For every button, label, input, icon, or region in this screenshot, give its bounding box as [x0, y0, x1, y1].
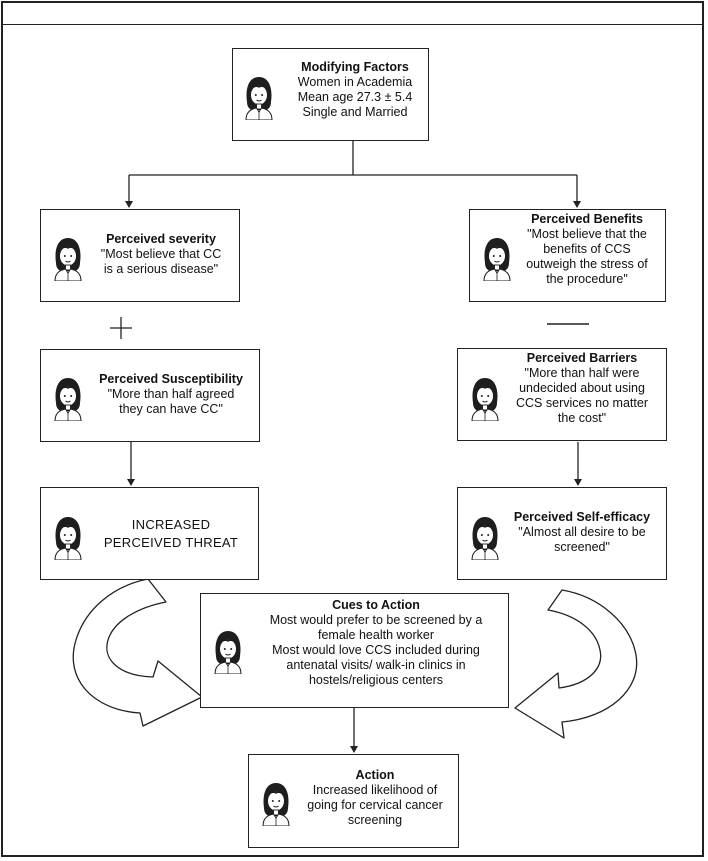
- perceived-benefits-line: benefits of CCS: [543, 242, 631, 256]
- woman-avatar-icon: [262, 782, 290, 826]
- perceived-barriers-line: the cost": [557, 411, 607, 425]
- perceived-severity-line: "Most believe that CC: [100, 247, 222, 261]
- perceived-self-efficacy-title: Perceived Self-efficacy: [513, 510, 651, 524]
- perceived-self-efficacy-line: screened": [554, 540, 610, 554]
- node-perceived-benefits-text: Perceived Benefits "Most believe that th…: [512, 212, 662, 287]
- perceived-threat-line: INCREASED: [131, 517, 211, 532]
- perceived-barriers-title: Perceived Barriers: [526, 351, 638, 365]
- figure-top-bar: [1, 1, 704, 25]
- action-title: Action: [355, 768, 395, 782]
- modifying-factors-line: Single and Married: [302, 105, 408, 119]
- perceived-benefits-title: Perceived Benefits: [531, 212, 643, 226]
- perceived-susceptibility-title: Perceived Susceptibility: [99, 372, 243, 386]
- woman-avatar-icon: [483, 237, 511, 281]
- perceived-barriers-line: "More than half were: [524, 366, 640, 380]
- woman-avatar-icon: [54, 237, 82, 281]
- perceived-benefits-line: "Most believe that the: [527, 227, 647, 241]
- node-perceived-self-efficacy-text: Perceived Self-efficacy "Almost all desi…: [502, 510, 662, 555]
- plus-symbol: [110, 317, 132, 339]
- node-action-text: Action Increased likelihood of going for…: [296, 768, 454, 828]
- perceived-self-efficacy-line: "Almost all desire to be: [518, 525, 646, 539]
- cues-to-action-line: Most would love CCS included during: [272, 643, 480, 657]
- woman-avatar-icon: [471, 377, 499, 421]
- node-cues-to-action: [200, 593, 509, 708]
- perceived-severity-title: Perceived severity: [106, 232, 216, 246]
- perceived-benefits-line: the procedure": [546, 272, 628, 286]
- node-increased-perceived-threat-text: INCREASED PERCEIVED THREAT: [96, 516, 246, 552]
- perceived-benefits-line: outweigh the stress of: [526, 257, 648, 271]
- cues-to-action-line: antenatal visits/ walk-in clinics in: [286, 658, 466, 672]
- cues-to-action-line: Most would prefer to be screened by a: [269, 613, 483, 627]
- woman-avatar-icon: [245, 76, 273, 120]
- action-line: going for cervical cancer: [307, 798, 443, 812]
- node-perceived-severity-text: Perceived severity "Most believe that CC…: [88, 232, 234, 277]
- perceived-barriers-line: CCS services no matter: [516, 396, 648, 410]
- node-cues-to-action-text: Cues to Action Most would prefer to be s…: [248, 598, 504, 688]
- modifying-factors-line: Mean age 27.3 ± 5.4: [297, 90, 413, 104]
- curved-arrow-left: [72, 578, 203, 727]
- modifying-factors-line: Women in Academia: [297, 75, 413, 89]
- cues-to-action-line: hostels/religious centers: [308, 673, 444, 687]
- node-perceived-barriers-text: Perceived Barriers "More than half were …: [502, 351, 662, 426]
- perceived-susceptibility-line: "More than half agreed: [107, 387, 235, 401]
- action-line: screening: [347, 813, 403, 827]
- node-modifying-factors-text: Modifying Factors Women in Academia Mean…: [285, 60, 425, 120]
- woman-avatar-icon: [214, 630, 242, 674]
- cues-to-action-title: Cues to Action: [332, 598, 420, 612]
- modifying-factors-title: Modifying Factors: [301, 60, 409, 74]
- minus-symbol: [547, 323, 589, 325]
- woman-avatar-icon: [471, 516, 499, 560]
- action-line: Increased likelihood of: [312, 783, 438, 797]
- curved-arrow-right: [514, 589, 638, 739]
- woman-avatar-icon: [54, 377, 82, 421]
- perceived-severity-line: is a serious disease": [103, 262, 219, 276]
- perceived-barriers-line: undecided about using: [519, 381, 645, 395]
- woman-avatar-icon: [54, 516, 82, 560]
- perceived-susceptibility-line: they can have CC": [119, 402, 223, 416]
- perceived-threat-line: PERCEIVED THREAT: [103, 535, 239, 550]
- cues-to-action-line: female health worker: [317, 628, 435, 642]
- node-perceived-susceptibility-text: Perceived Susceptibility "More than half…: [88, 372, 254, 417]
